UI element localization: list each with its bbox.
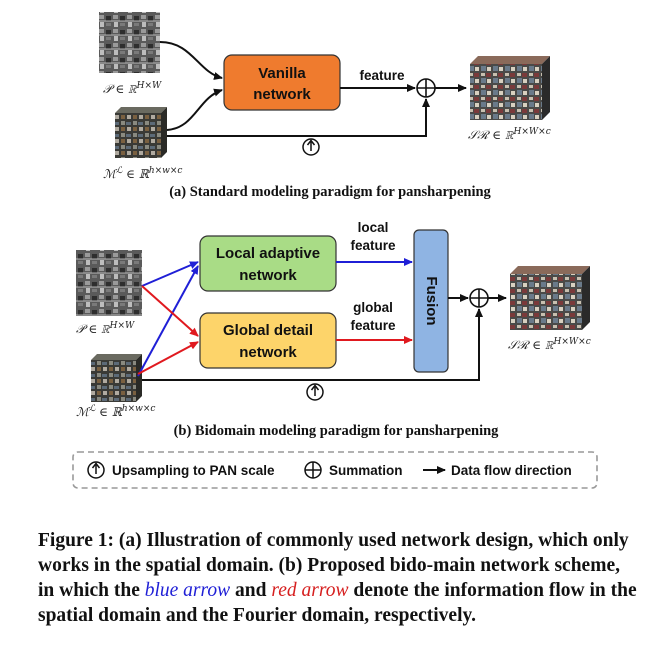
legend-summation-label: Summation: [329, 463, 403, 478]
arrow-ms-skip-b: [142, 308, 483, 381]
pan-image-b: [76, 250, 142, 316]
panel-a: 𝒫 ∈ ℝH×W ℳℒ ∈ ℝh×w×c Vanilla network fea…: [99, 12, 551, 200]
upsample-icon-b: [306, 383, 324, 401]
vanilla-network-box: [223, 54, 341, 111]
summation-icon-a: [416, 78, 436, 98]
pan-image-a: [99, 12, 160, 73]
figure-caption-part2: and: [230, 580, 272, 601]
legend: Upsampling to PAN scale Summation Data f…: [72, 451, 598, 489]
sr-label-b: 𝒮ℛ ∈ ℝH×W×c: [508, 337, 591, 352]
vanilla-network-label-2: network: [253, 86, 311, 103]
ms-cube-a: [115, 107, 167, 158]
red-arrow-ms-to-global: [137, 341, 199, 375]
pan-label-a: 𝒫 ∈ ℝH×W: [103, 81, 162, 96]
blue-arrow-ms-to-local: [137, 265, 199, 377]
figure-caption: Figure 1: (a) Illustration of commonly u…: [38, 528, 638, 628]
global-box-label-1: Global detail: [223, 322, 313, 339]
upsample-icon-a: [302, 138, 320, 156]
vanilla-network-label-1: Vanilla: [258, 65, 306, 82]
ms-cube-b: [91, 354, 142, 402]
figure-caption-red-arrow: red arrow: [271, 580, 349, 601]
figure-caption-part1: Figure 1: (a) Illustration of commonly u…: [38, 530, 629, 601]
panel-b: 𝒫 ∈ ℝH×W ℳℒ ∈ ℝh×w×c Local adaptive netw…: [76, 220, 591, 439]
local-feature-label-1: local: [358, 220, 389, 235]
caption-b: (b) Bidomain modeling paradigm for pansh…: [174, 423, 500, 439]
global-feature-label-2: feature: [350, 318, 396, 333]
pansharpening-diagram: 𝒫 ∈ ℝH×W ℳℒ ∈ ℝh×w×c Vanilla network fea…: [72, 12, 598, 489]
local-adaptive-network-box: [199, 235, 337, 292]
blue-arrow-pan-to-local: [141, 261, 199, 287]
arrow-ms-skip-a: [167, 98, 430, 137]
summation-icon-b: [469, 288, 489, 308]
pan-label-b: 𝒫 ∈ ℝH×W: [76, 321, 135, 336]
fusion-label: Fusion: [423, 276, 440, 325]
local-feature-label-2: feature: [350, 238, 396, 253]
arrow-ms-to-vanilla: [166, 88, 223, 131]
fusion-box: [413, 229, 449, 373]
feature-label-a: feature: [359, 68, 405, 83]
caption-a: (a) Standard modeling paradigm for pansh…: [169, 184, 491, 200]
legend-flow-label: Data flow direction: [451, 463, 572, 478]
sr-cube-b: [510, 266, 590, 330]
sr-label-a: 𝒮ℛ ∈ ℝH×W×c: [468, 127, 551, 142]
summation-icon: [304, 461, 322, 479]
ms-label-b: ℳℒ ∈ ℝh×w×c: [76, 404, 155, 419]
legend-upsample-label: Upsampling to PAN scale: [112, 463, 275, 478]
local-box-label-1: Local adaptive: [216, 245, 320, 262]
ms-label-a: ℳℒ ∈ ℝh×w×c: [103, 166, 182, 181]
red-arrow-pan-to-global: [141, 285, 199, 337]
arrow-pan-to-vanilla: [159, 41, 223, 80]
local-box-label-2: network: [239, 267, 297, 284]
legend-border: [72, 451, 598, 489]
global-box-label-2: network: [239, 344, 297, 361]
global-feature-label-1: global: [353, 300, 393, 315]
figure-caption-blue-arrow: blue arrow: [144, 580, 231, 601]
upsample-icon: [87, 461, 105, 479]
figure-caption-part3: denote the information flow in the spati…: [38, 580, 637, 626]
sr-cube-a: [470, 56, 550, 120]
